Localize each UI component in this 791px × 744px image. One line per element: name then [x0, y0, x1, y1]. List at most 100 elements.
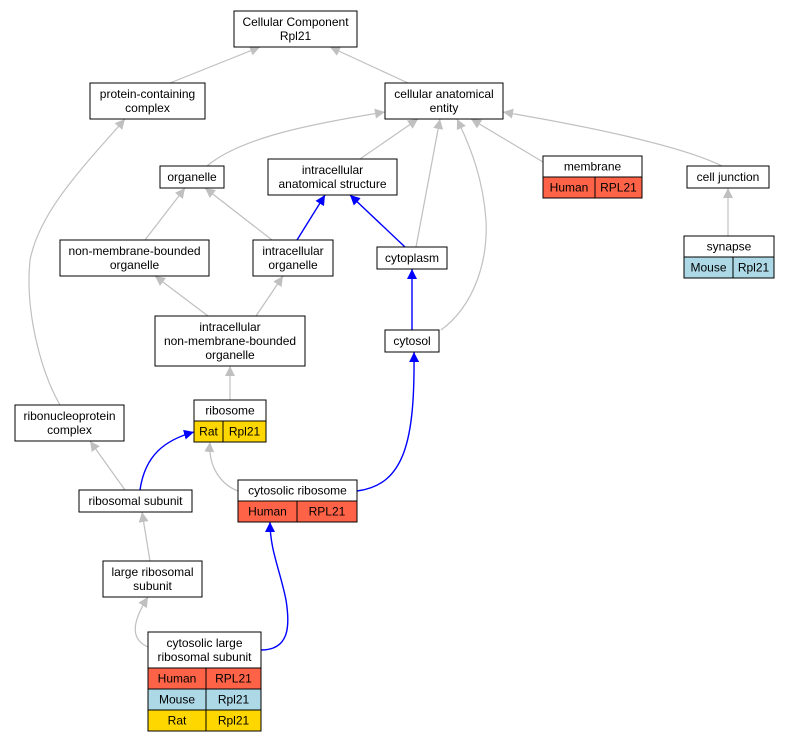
node-box — [384, 82, 504, 120]
node-cytosol[interactable]: cytosol — [384, 329, 440, 353]
node-label-line: organelle — [110, 258, 160, 272]
species-label: Human — [248, 505, 287, 519]
node-label-line: non-membrane-bounded — [68, 244, 200, 258]
node-cell-junction[interactable]: cell junction — [686, 165, 770, 189]
edge-cytoplasm-to-cellular-anatomical-entity — [415, 118, 444, 248]
edge-cytosolic-large-ribosomal-subunit-to-large-ribosomal-subunit — [134, 596, 149, 648]
edge-intracellular-nmb-organelle-to-non-membrane-bounded-organelle — [154, 275, 209, 317]
node-label-line: cytosol — [393, 334, 430, 348]
edge-cellular-anatomical-entity-to-cellular-component — [329, 46, 409, 84]
gene-cell — [222, 420, 267, 443]
edge-intracellular-organelle-to-intracellular-anatomical-structure — [296, 194, 326, 241]
node-box — [78, 489, 193, 513]
edge-ribonucleoprotein-complex-to-protein-containing-complex — [28, 118, 126, 406]
node-intracellular-nmb-organelle[interactable]: intracellularnon-membrane-boundedorganel… — [154, 315, 306, 367]
node-label-line: large ribosomal — [111, 565, 193, 579]
node-label-line: protein-containing — [100, 87, 195, 101]
node-label-line: subunit — [133, 579, 172, 593]
node-label-line: organelle — [167, 170, 217, 184]
node-label-line: membrane — [564, 160, 622, 174]
node-label-line: cytosolic ribosome — [248, 484, 347, 498]
node-label-line: Rpl21 — [280, 29, 312, 43]
nodes-layer: Cellular ComponentRpl21protein-containin… — [14, 10, 775, 732]
node-label-line: intracellular — [302, 163, 363, 177]
edge-intracellular-nmb-organelle-to-intracellular-organelle — [255, 275, 284, 317]
gene-label: RPL21 — [600, 181, 637, 195]
node-box — [159, 165, 225, 189]
edge-cytosolic-large-ribosomal-subunit-to-cytosolic-ribosome — [260, 521, 289, 651]
species-label: Mouse — [159, 693, 195, 707]
node-label-line: cellular anatomical — [394, 87, 493, 101]
edge-intracellular-organelle-to-organelle — [204, 187, 273, 241]
edge-membrane-to-cellular-anatomical-entity — [470, 118, 544, 163]
node-label-line: intracellular — [262, 244, 323, 258]
node-label-line: complex — [125, 101, 170, 115]
node-box — [102, 560, 203, 598]
node-box — [14, 404, 125, 442]
node-cytoplasm[interactable]: cytoplasm — [376, 246, 448, 270]
node-label-line: synapse — [707, 240, 752, 254]
edge-cytosolic-ribosome-to-cytosol — [356, 351, 420, 492]
node-label-line: ribosomal subunit — [88, 494, 183, 508]
node-label-line: entity — [430, 101, 459, 115]
edge-ribosomal-subunit-to-ribonucleoprotein-complex — [89, 440, 126, 491]
gene-cell — [296, 500, 358, 523]
node-box — [147, 631, 262, 669]
node-box — [376, 246, 448, 270]
node-label-line: cell junction — [697, 170, 760, 184]
node-label-line: Cellular Component — [242, 15, 349, 29]
node-box — [154, 315, 306, 367]
edge-cytosolic-ribosome-to-ribosome — [204, 441, 239, 492]
node-label-line: ribosome — [205, 404, 255, 418]
gene-label: RPL21 — [309, 505, 346, 519]
gene-label: Rpl21 — [218, 693, 250, 707]
node-label-line: cytoplasm — [385, 251, 439, 265]
species-label: Rat — [199, 425, 218, 439]
edge-cell-junction-to-cellular-anatomical-entity — [502, 108, 723, 167]
node-label-line: cytosolic large — [166, 636, 242, 650]
edge-large-ribosomal-subunit-to-ribosomal-subunit — [138, 511, 151, 562]
gene-cell — [594, 176, 643, 199]
node-label-line: ribosomal subunit — [157, 650, 252, 664]
edge-ribosomal-subunit-to-ribosome — [139, 429, 195, 491]
node-label-line: non-membrane-bounded — [164, 334, 296, 348]
species-label: Human — [158, 672, 197, 686]
gene-label: Rpl21 — [738, 261, 770, 275]
node-box — [686, 165, 770, 189]
edge-intracellular-anatomical-structure-to-cellular-anatomical-entity — [359, 118, 419, 160]
node-box — [384, 329, 440, 353]
node-label-line: organelle — [205, 348, 255, 362]
node-label-line: ribonucleoprotein — [23, 409, 115, 423]
edge-cytosol-to-cellular-anatomical-entity — [440, 118, 487, 331]
node-organelle[interactable]: organelle — [159, 165, 225, 189]
node-box — [59, 239, 210, 277]
edges-layer — [28, 46, 733, 651]
node-ribosomal-subunit[interactable]: ribosomal subunit — [78, 489, 193, 513]
node-label-line: complex — [47, 423, 92, 437]
gene-cell — [732, 256, 775, 279]
node-box — [267, 158, 398, 196]
gene-cell — [205, 709, 262, 732]
gene-label: Rpl21 — [229, 425, 261, 439]
gene-label: RPL21 — [215, 672, 252, 686]
edge-protein-containing-complex-to-cellular-component — [169, 46, 261, 84]
edge-cytoplasm-to-intracellular-anatomical-structure — [349, 194, 406, 248]
node-box — [252, 239, 334, 277]
edge-non-membrane-bounded-organelle-to-organelle — [144, 187, 186, 241]
node-label-line: intracellular — [199, 320, 260, 334]
node-box — [233, 10, 358, 48]
